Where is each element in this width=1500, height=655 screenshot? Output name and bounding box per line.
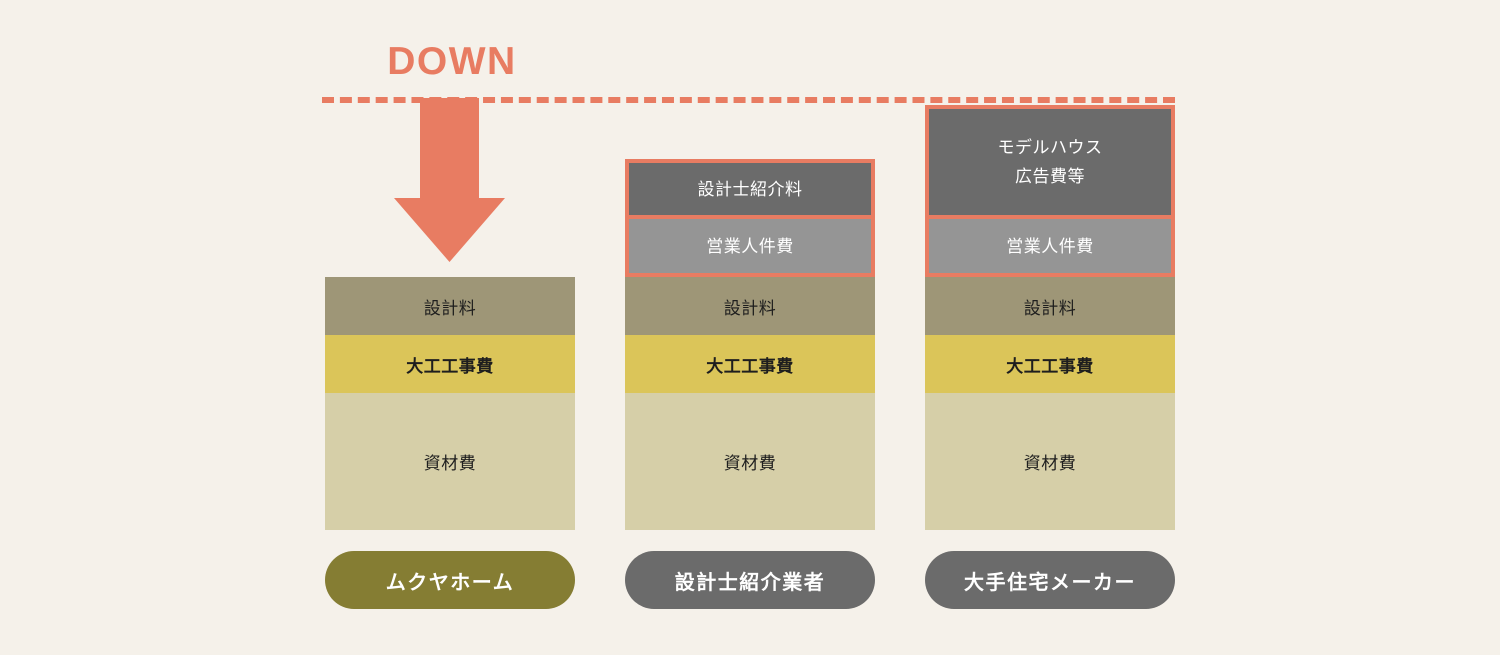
base-cost-stack: 設計料 大工工事費 資材費 bbox=[625, 277, 875, 530]
segment-label: 設計料 bbox=[723, 298, 777, 318]
column-pill-label[interactable]: 設計士紹介業者 bbox=[625, 551, 875, 609]
extra-cost-group: モデルハウス 広告費等 営業人件費 bbox=[925, 105, 1175, 277]
segment-carpentry-fee: 大工工事費 bbox=[625, 335, 875, 393]
pill-text: 設計士紹介業者 bbox=[674, 571, 826, 594]
segment-material-cost: 資材費 bbox=[925, 393, 1175, 530]
extra-cost-group: 設計士紹介料 営業人件費 bbox=[625, 159, 875, 277]
base-cost-stack: 設計料 大工工事費 資材費 bbox=[925, 277, 1175, 530]
segment-label-line-1: モデルハウス bbox=[997, 138, 1103, 157]
segment-design-fee: 設計料 bbox=[925, 277, 1175, 335]
segment-label: 設計料 bbox=[423, 298, 477, 318]
segment-divider bbox=[929, 215, 1171, 219]
segment-label: 大工工事費 bbox=[1006, 356, 1094, 376]
segment-label: 設計料 bbox=[1023, 298, 1077, 318]
base-cost-stack: 設計料 大工工事費 資材費 bbox=[325, 277, 575, 530]
segment-model-house-advertising-cost: モデルハウス 広告費等 bbox=[929, 109, 1171, 215]
pill-text: 大手住宅メーカー bbox=[964, 571, 1136, 594]
segment-sales-personnel-cost: 営業人件費 bbox=[629, 219, 871, 273]
segment-sales-personnel-cost: 営業人件費 bbox=[929, 219, 1171, 273]
segment-architect-referral-fee: 設計士紹介料 bbox=[629, 163, 871, 215]
segment-design-fee: 設計料 bbox=[325, 277, 575, 335]
segment-label-line-2: 広告費等 bbox=[1015, 167, 1085, 186]
segment-label: 資材費 bbox=[423, 454, 477, 473]
column-pill-label[interactable]: 大手住宅メーカー bbox=[925, 551, 1175, 609]
segment-carpentry-fee: 大工工事費 bbox=[925, 335, 1175, 393]
segment-label: 設計士紹介料 bbox=[697, 179, 803, 199]
column-pill-label[interactable]: ムクヤホーム bbox=[325, 551, 575, 609]
down-arrow-icon bbox=[393, 98, 506, 263]
segment-divider bbox=[629, 215, 871, 219]
segment-material-cost: 資材費 bbox=[625, 393, 875, 530]
segment-label: 営業人件費 bbox=[706, 236, 794, 256]
segment-carpentry-fee: 大工工事費 bbox=[325, 335, 575, 393]
segment-design-fee: 設計料 bbox=[625, 277, 875, 335]
pill-text: ムクヤホーム bbox=[385, 571, 515, 594]
segment-label: 大工工事費 bbox=[406, 356, 494, 376]
reference-dashed-line bbox=[322, 97, 1175, 103]
down-annotation-label: DOWN bbox=[387, 40, 517, 83]
segment-label: 大工工事費 bbox=[706, 356, 794, 376]
segment-material-cost: 資材費 bbox=[325, 393, 575, 530]
segment-label: 資材費 bbox=[1023, 454, 1077, 473]
segment-label: 資材費 bbox=[723, 454, 777, 473]
segment-label: 営業人件費 bbox=[1006, 236, 1094, 256]
